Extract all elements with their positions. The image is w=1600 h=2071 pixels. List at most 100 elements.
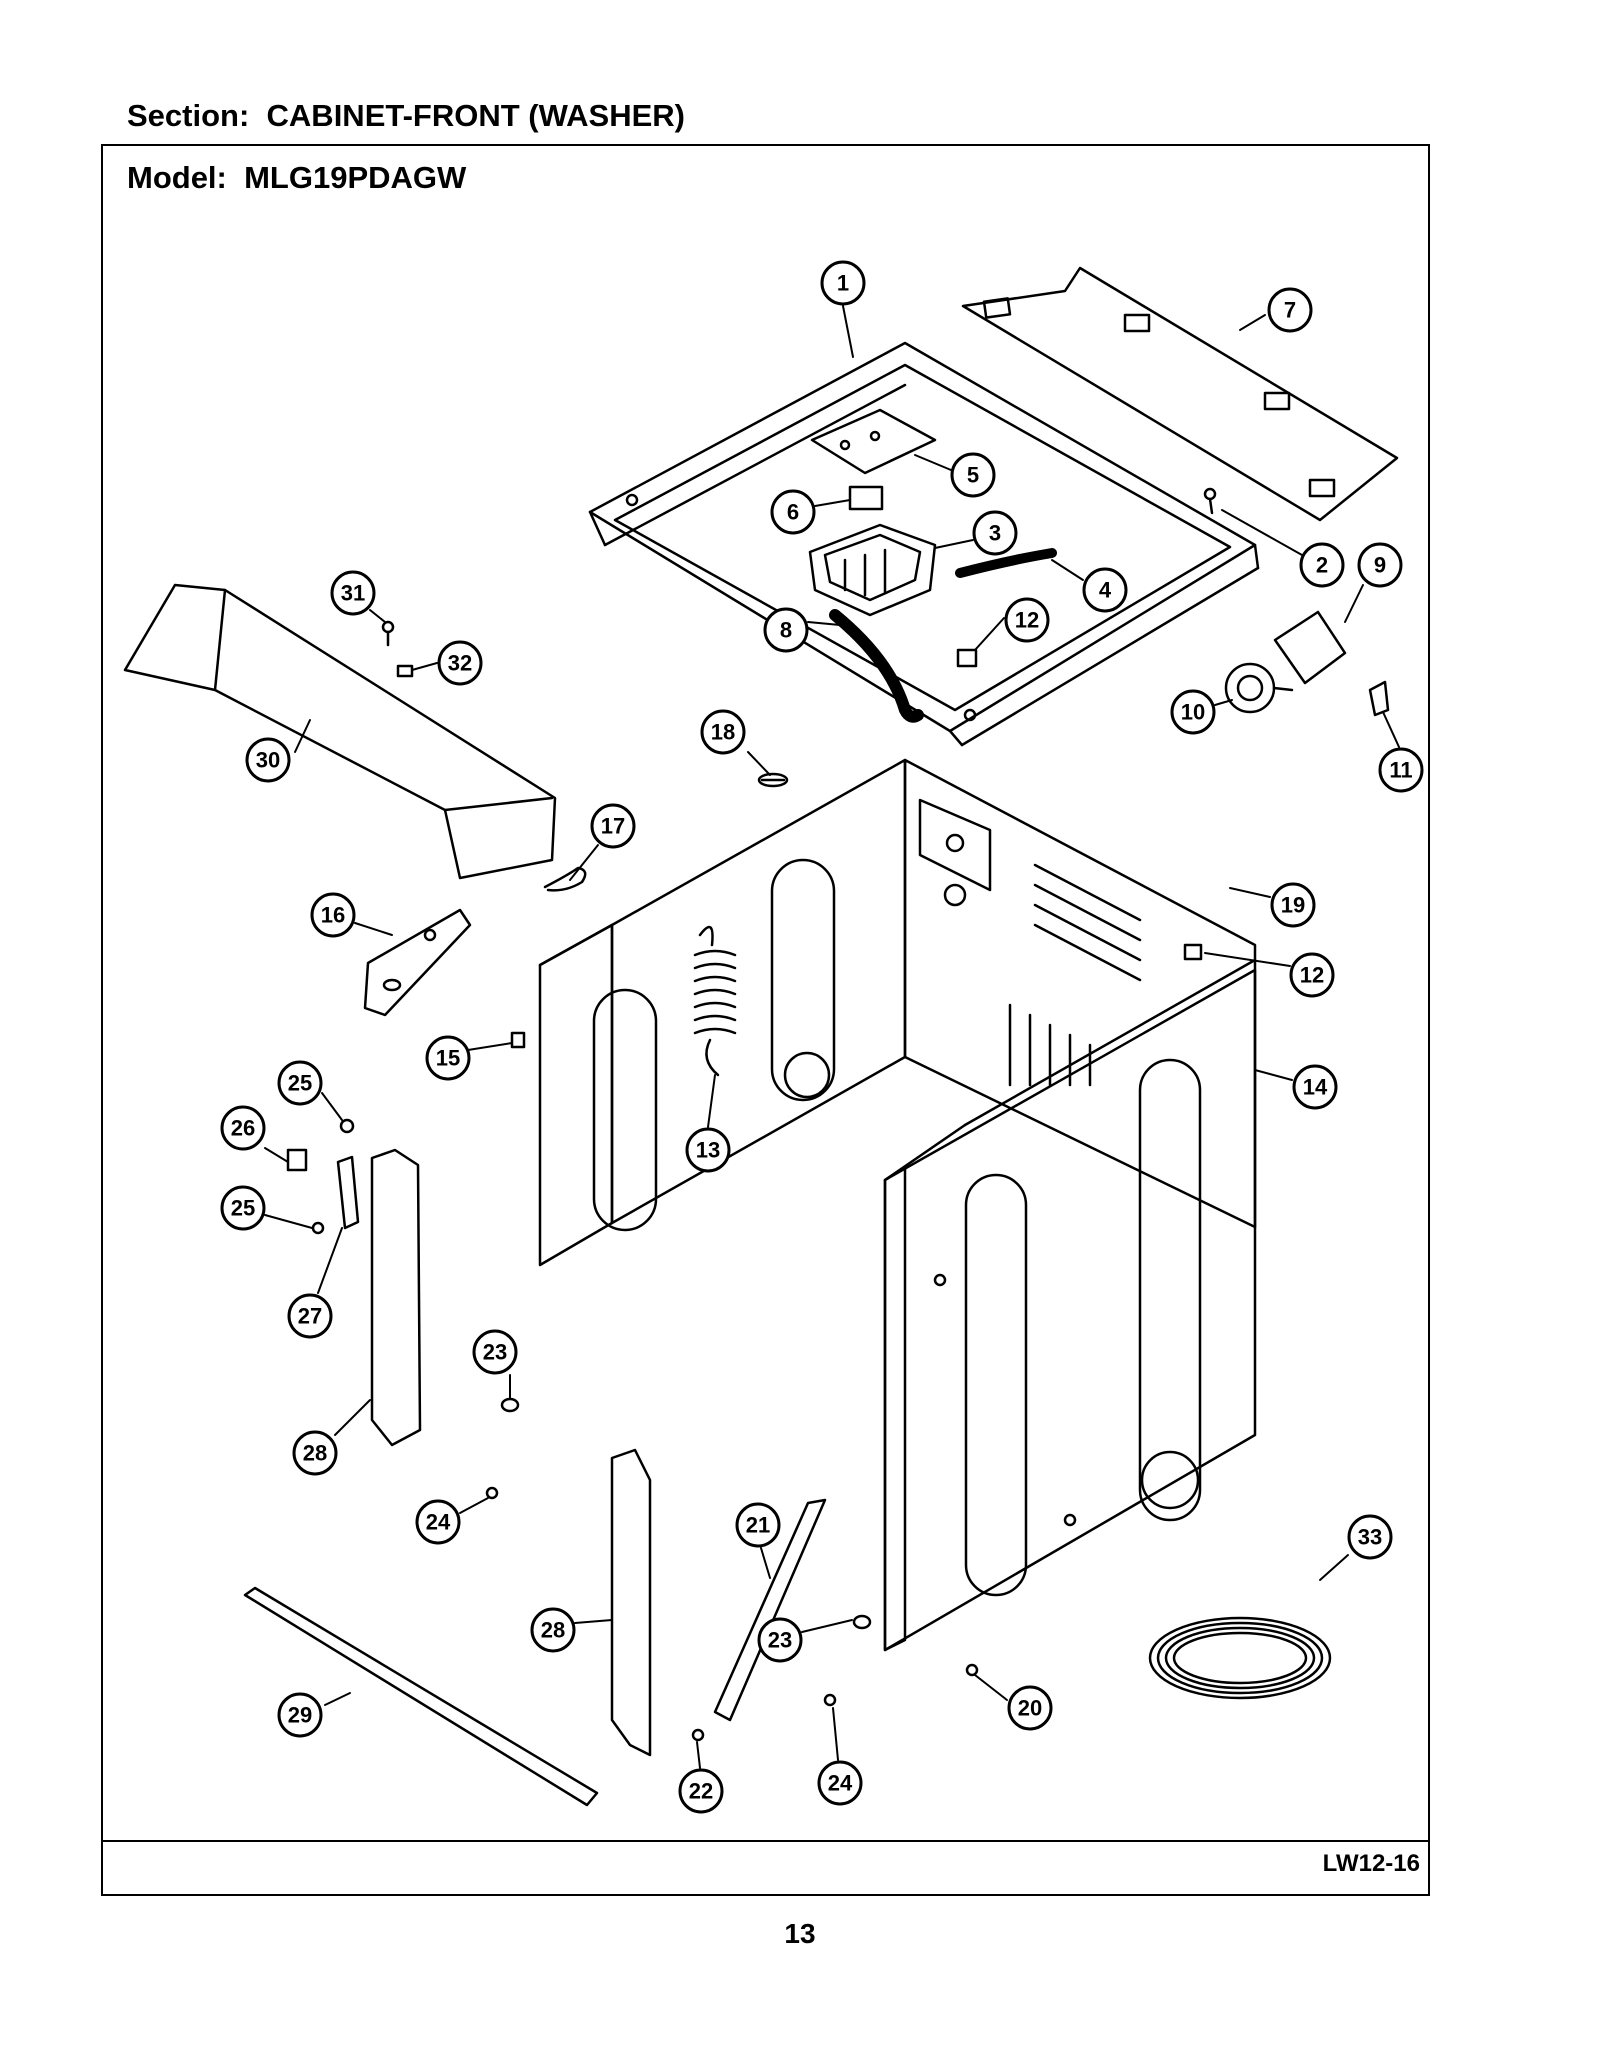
part-hook-17: [543, 866, 587, 892]
callout-circle-33: [1347, 1514, 1393, 1560]
callout-7: 7: [1284, 298, 1296, 323]
part-inlet-hose-coil: [1148, 1616, 1332, 1700]
callout-circle-28a: [292, 1430, 338, 1476]
model-value: MLG19PDAGW: [244, 160, 467, 195]
part-clip: [848, 485, 884, 511]
callout-circle-5: [950, 452, 996, 498]
section-title: Section: CABINET-FRONT (WASHER): [127, 98, 685, 134]
callout-27: 27: [298, 1304, 322, 1329]
part-cabinet-front: [883, 958, 1257, 1652]
callout-10: 10: [1181, 700, 1205, 725]
callout-32: 32: [448, 651, 472, 676]
part-clip-32: [396, 664, 414, 678]
part-screw-31: [381, 620, 395, 647]
callout-circle-22: [678, 1768, 724, 1814]
callout-circle-26: [220, 1105, 266, 1151]
callout-22: 22: [689, 1779, 713, 1804]
callout-circle-10: [1170, 689, 1216, 735]
part-toe-panel: [243, 1586, 599, 1807]
callout-circle-23b: [757, 1617, 803, 1663]
section-label: Section:: [127, 98, 250, 133]
callout-circle-3: [972, 510, 1018, 556]
part-bracket-plate: [810, 408, 937, 475]
part-screw-24b: [823, 1693, 837, 1707]
callout-circle-9: [1357, 542, 1403, 588]
part-bracket-16: [363, 908, 472, 1017]
callout-circle-25a: [277, 1060, 323, 1106]
part-screw-22: [691, 1728, 705, 1742]
part-clip-15: [510, 1031, 526, 1049]
callout-circle-25b: [220, 1185, 266, 1231]
callout-26: 26: [231, 1116, 255, 1141]
callout-circle-17: [590, 803, 636, 849]
part-spring: [693, 925, 737, 1077]
part-switch-26: [286, 1148, 308, 1172]
callout-29: 29: [288, 1703, 312, 1728]
callout-circle-31: [330, 570, 376, 616]
callout-circle-12b: [1289, 952, 1335, 998]
callout-circle-27: [287, 1293, 333, 1339]
part-screw-24a: [485, 1486, 499, 1500]
callout-circles: [220, 260, 1424, 1814]
callout-circle-7: [1267, 287, 1313, 333]
callout-circle-6: [770, 489, 816, 535]
callout-circle-13: [685, 1127, 731, 1173]
callout-18: 18: [711, 720, 735, 745]
callout-17: 17: [601, 814, 625, 839]
part-fill-hose: [829, 609, 924, 723]
callout-circle-8: [763, 607, 809, 653]
callout-circle-23a: [472, 1329, 518, 1375]
part-short-hose: [955, 548, 1057, 578]
page-number: 13: [784, 1918, 816, 1949]
part-bracket-18: [757, 772, 789, 788]
part-cabinet-rear: [538, 758, 1257, 1267]
callout-circle-4: [1082, 567, 1128, 613]
callout-19: 19: [1281, 893, 1305, 918]
part-screw-25b: [311, 1221, 325, 1235]
callout-circle-32: [437, 640, 483, 686]
callout-23a: 23: [483, 1340, 507, 1365]
part-rail-28b: [610, 1448, 652, 1757]
callout-2: 2: [1316, 553, 1328, 578]
leader-lines: [264, 305, 1400, 1769]
callout-21: 21: [746, 1513, 770, 1538]
callout-25a: 25: [288, 1071, 312, 1096]
callout-circle-2: [1299, 542, 1345, 588]
callout-9: 9: [1374, 553, 1386, 578]
callout-24b: 24: [828, 1771, 853, 1796]
callout-circle-14: [1292, 1064, 1338, 1110]
part-rail-28a: [370, 1148, 422, 1447]
part-clip-23a: [500, 1397, 520, 1413]
callout-15: 15: [436, 1046, 460, 1071]
part-pressure-switch-bracket: [1273, 610, 1347, 685]
part-bracket-27: [336, 1155, 360, 1230]
callout-circle-24b: [817, 1760, 863, 1806]
callout-circle-11: [1378, 747, 1424, 793]
part-dispenser-housing: [808, 523, 937, 617]
callout-circle-18: [700, 709, 746, 755]
callout-8: 8: [780, 618, 792, 643]
part-pressure-switch: [1224, 662, 1294, 714]
callout-circle-15: [425, 1035, 471, 1081]
part-brace-21: [713, 1498, 827, 1722]
section-value: CABINET-FRONT (WASHER): [266, 98, 686, 133]
callout-13: 13: [696, 1138, 720, 1163]
callout-25b: 25: [231, 1196, 255, 1221]
callout-circle-19: [1270, 882, 1316, 928]
part-screw-2: [1203, 487, 1217, 515]
callout-1: 1: [837, 271, 849, 296]
callout-circle-12a: [1004, 597, 1050, 643]
callout-circle-16: [310, 892, 356, 938]
diagram-code: LW12-16: [1322, 1850, 1420, 1877]
callout-3: 3: [989, 521, 1001, 546]
model-title: Model: MLG19PDAGW: [127, 160, 466, 196]
callout-6: 6: [787, 500, 799, 525]
callout-20: 20: [1018, 1696, 1042, 1721]
callout-12a: 12: [1015, 608, 1039, 633]
part-clip-12b: [1183, 943, 1203, 961]
callout-31: 31: [341, 581, 365, 606]
callout-28a: 28: [303, 1441, 327, 1466]
callout-33: 33: [1358, 1525, 1382, 1550]
callout-circle-24a: [415, 1499, 461, 1545]
